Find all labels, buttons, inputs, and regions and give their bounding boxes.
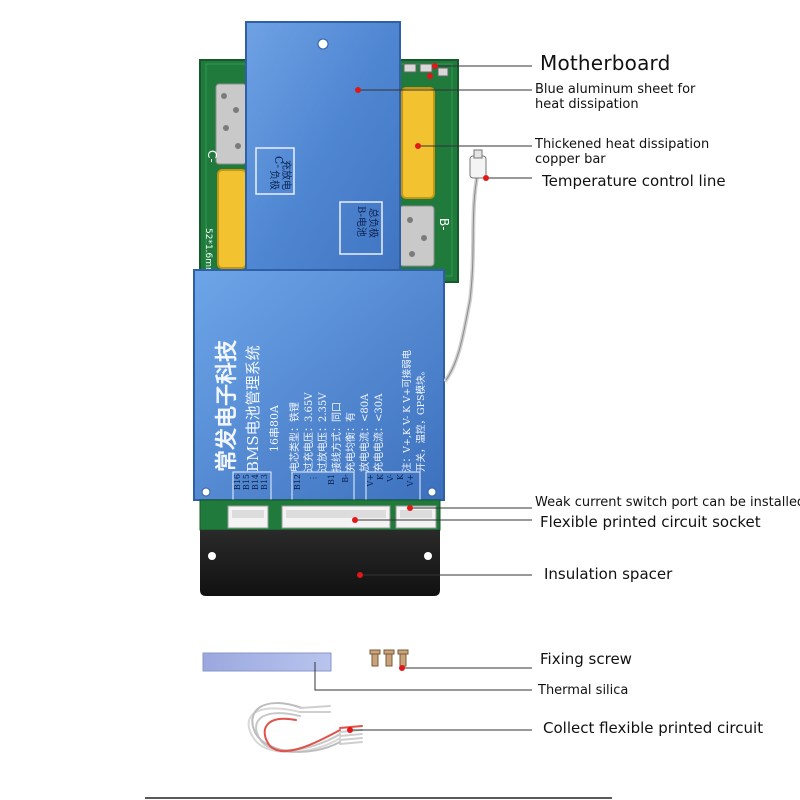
fpc-socket-left	[227, 505, 269, 529]
pin-b12: B12	[293, 474, 302, 490]
top-label-c-2: 充放电	[280, 160, 293, 190]
spec-title: 16串80A	[268, 404, 281, 452]
top-label-b-1: B-电池	[355, 206, 368, 237]
pcb-label-size: 52*1.6mm	[203, 228, 213, 276]
pin-b14: B14	[251, 474, 260, 490]
connector-strip	[199, 499, 441, 531]
pin-dots: ⋮	[309, 474, 318, 482]
label-fpc-socket: Flexible printed circuit socket	[540, 513, 761, 531]
spec-line-2: 过充电压：3.65V	[302, 392, 315, 472]
top-label-c-3: 负极	[268, 170, 281, 190]
spec-line-7: 充电电流：<30A	[372, 393, 385, 472]
temperature-control-line	[444, 149, 487, 382]
insulation-spacer	[200, 530, 440, 596]
fpc-socket-main	[281, 505, 391, 529]
pcb-label-b: B-	[437, 218, 451, 231]
brand-chinese: 常发电子科技	[214, 339, 240, 472]
spec-line-6: 放电电流：<80A	[358, 393, 371, 472]
label-insulation-spacer: Insulation spacer	[544, 565, 673, 583]
weak-current-port	[395, 505, 437, 529]
spec-line-4: 接线方式：同口	[330, 402, 343, 472]
pin-b16: B16	[233, 474, 242, 490]
pin-vminus: V-	[386, 474, 395, 483]
fixing-screws	[369, 649, 409, 667]
pcb-label-c: C-	[205, 150, 219, 163]
pin-vplus-1: V+	[366, 474, 375, 487]
aluminum-plate-top: C- 充放电 负极 B-电池 总负极	[245, 21, 401, 285]
spec-line-1: 电芯类型：铁锂	[288, 402, 301, 472]
collect-fpc-harness	[247, 702, 363, 753]
label-copper-bar: Thickened heat dissipation copper bar	[535, 137, 710, 167]
thermal-silica-pad	[202, 652, 332, 672]
pin-b1: B1	[327, 474, 336, 485]
label-fixing-screw: Fixing screw	[540, 650, 632, 668]
label-weak-current-port: Weak current switch port can be installe…	[535, 495, 800, 510]
label-motherboard: Motherboard	[540, 51, 671, 75]
copper-bar-left	[217, 169, 247, 269]
pin-vplus-2: V+	[406, 474, 415, 487]
label-thermal-silica: Thermal silica	[538, 683, 629, 698]
pin-b15: B15	[242, 474, 251, 490]
leader-dots	[347, 63, 489, 733]
pin-b13: B13	[260, 474, 269, 490]
spec-list: 电芯类型：铁锂 过充电压：3.65V 过放电压：2.35V 接线方式：同口 充电…	[288, 392, 385, 472]
top-label-c-1: C-	[272, 156, 285, 168]
bms-title: BMS电池管理系统	[244, 345, 262, 472]
aluminum-plate-main: 常发电子科技 BMS电池管理系统 16串80A 电芯类型：铁锂 过充电压：3.6…	[193, 269, 445, 501]
pin-k-2: K	[396, 473, 405, 480]
pin-k-1: K	[376, 473, 385, 480]
note-line-2: 开关，温控，GPS模块。	[415, 366, 427, 472]
pin-bminus: B-	[341, 474, 350, 483]
label-collect-fpc: Collect flexible printed circuit	[543, 719, 764, 737]
spec-line-3: 过放电压：2.35V	[316, 392, 329, 472]
spec-line-5: 充电均衡：有	[344, 412, 357, 472]
top-label-b-2: 总负极	[367, 208, 380, 238]
note-line-1: 注：V+,K V- K V+可接弱电	[401, 349, 413, 472]
label-temperature-line: Temperature control line	[542, 172, 726, 190]
leader-lines	[314, 65, 532, 731]
label-aluminum-sheet: Blue aluminum sheet for heat dissipation	[535, 82, 696, 112]
